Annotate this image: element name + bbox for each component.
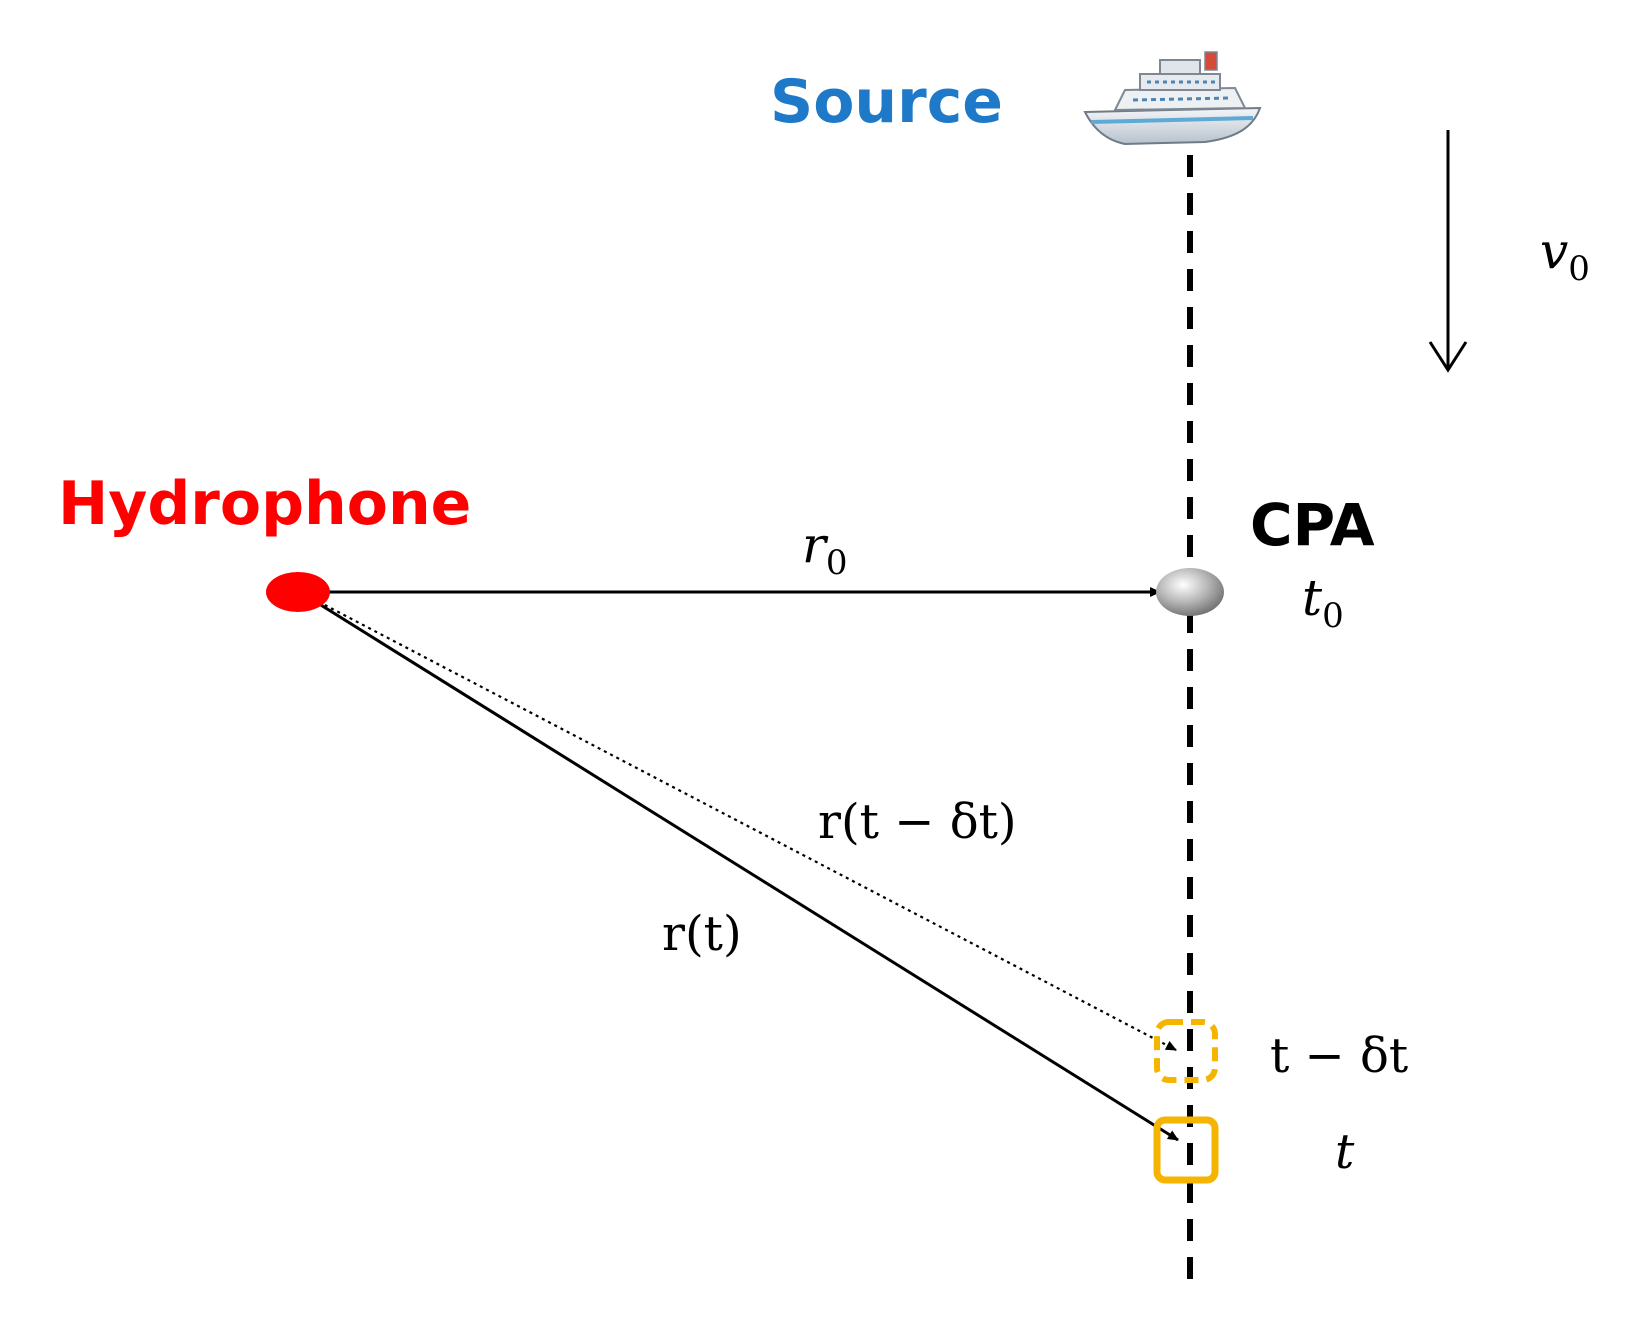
position-marker-t-minus-dt xyxy=(1154,1019,1218,1083)
cpa-label: CPA xyxy=(1250,491,1375,559)
position-marker-t xyxy=(1153,1116,1219,1184)
r-t-label: r(t) xyxy=(662,906,742,962)
source-label: Source xyxy=(770,67,1003,137)
r-t-minus-dt-arrow xyxy=(299,591,1177,1051)
t0-label: t0 xyxy=(1302,569,1344,636)
r-t-arrow xyxy=(299,590,1179,1142)
cpa-dot xyxy=(1156,568,1224,616)
t-minus-dt-label: t − δt xyxy=(1270,1028,1408,1084)
r-t-minus-dt-label: r(t − δt) xyxy=(818,794,1017,850)
hydrophone-label: Hydrophone xyxy=(58,469,471,539)
t-label: t xyxy=(1335,1124,1355,1180)
v0-label: v0 xyxy=(1540,222,1590,289)
ship-icon xyxy=(1083,51,1262,146)
r0-label: r0 xyxy=(802,516,848,583)
hydrophone-dot xyxy=(266,572,330,612)
